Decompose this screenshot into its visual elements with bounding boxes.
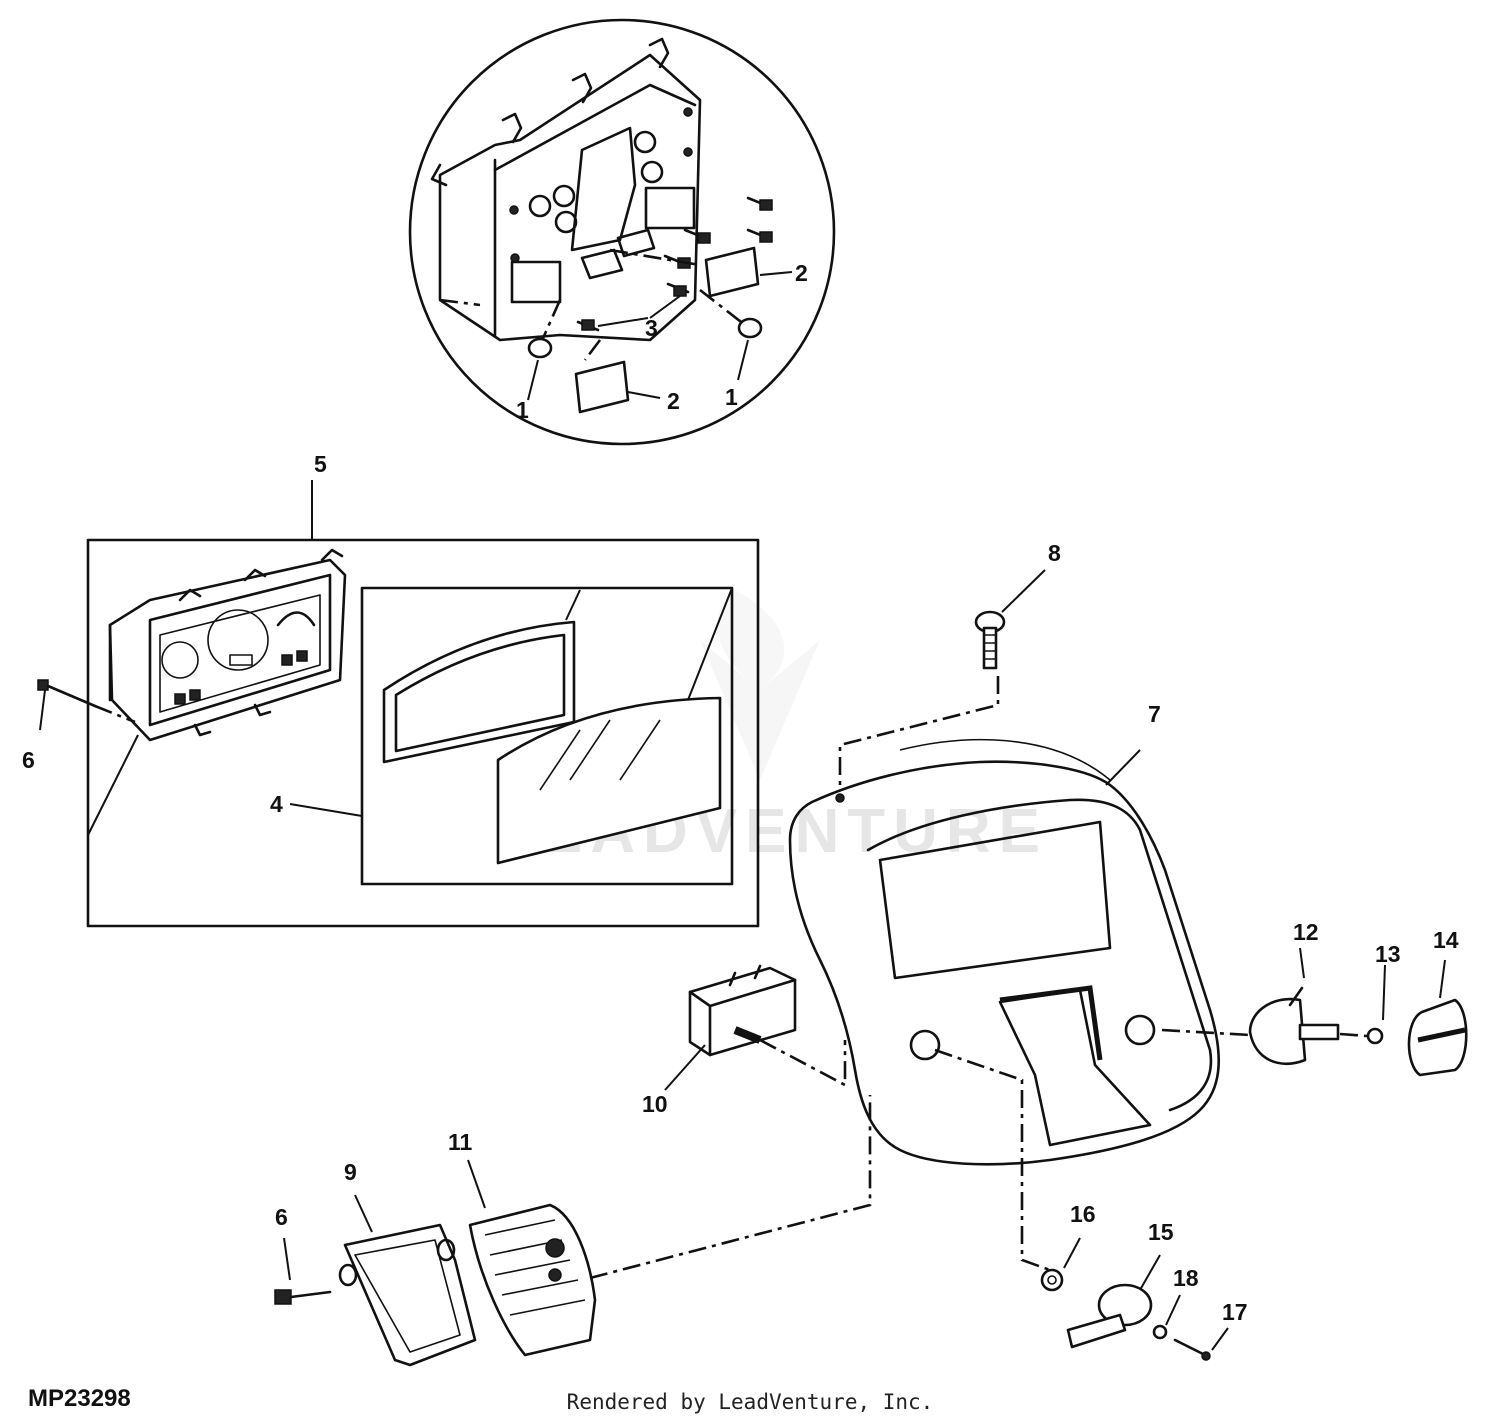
callout-9: 9	[344, 1159, 357, 1185]
kit-box-5	[39, 480, 760, 928]
callout-8: 8	[1048, 540, 1061, 566]
assembly-line-16	[934, 1048, 1051, 1272]
callout-16: 16	[1070, 1201, 1096, 1227]
component-10	[664, 964, 847, 1091]
callout-6-lower: 6	[275, 1204, 288, 1230]
callout-18: 18	[1173, 1265, 1199, 1291]
detail-inset-circle	[408, 18, 836, 446]
dash-panel-7	[788, 738, 1220, 1166]
callout-13: 13	[1375, 941, 1401, 967]
assembly-line-11	[589, 1095, 872, 1280]
callout-5: 5	[314, 451, 327, 477]
callout-3: 3	[645, 315, 658, 341]
nut-16	[1040, 1237, 1081, 1292]
callout-11: 11	[448, 1129, 473, 1155]
callout-1-left: 1	[516, 397, 529, 423]
callout-14: 14	[1433, 927, 1459, 953]
callout-10: 10	[642, 1091, 668, 1117]
screw-6-lower	[274, 1237, 332, 1305]
callout-4: 4	[270, 791, 283, 817]
screw-17	[1173, 1327, 1229, 1361]
watermark-logo	[700, 590, 820, 780]
bezel-9	[338, 1194, 477, 1367]
screw-6-upper	[37, 679, 136, 724]
diagram-id-label: MP23298	[28, 1385, 131, 1412]
callout-2-bottom: 2	[667, 388, 680, 414]
switch-15	[1066, 1254, 1161, 1349]
knob-14	[1407, 959, 1468, 1077]
component-12	[1248, 947, 1340, 1065]
callout-1-right: 1	[725, 384, 738, 410]
callout-17: 17	[1222, 1299, 1248, 1325]
callout-15: 15	[1148, 1219, 1174, 1245]
assembly-line-12	[1161, 1028, 1251, 1037]
nut-13	[1339, 964, 1386, 1045]
lamp-11	[467, 1159, 597, 1357]
render-credit: Rendered by LeadVenture, Inc.	[566, 1390, 934, 1414]
washer-18	[1152, 1294, 1181, 1340]
callout-7: 7	[1148, 701, 1161, 727]
callout-12: 12	[1293, 919, 1319, 945]
screw-8	[838, 569, 1046, 790]
callout-2-right: 2	[795, 260, 808, 286]
callout-6-upper: 6	[22, 747, 35, 773]
